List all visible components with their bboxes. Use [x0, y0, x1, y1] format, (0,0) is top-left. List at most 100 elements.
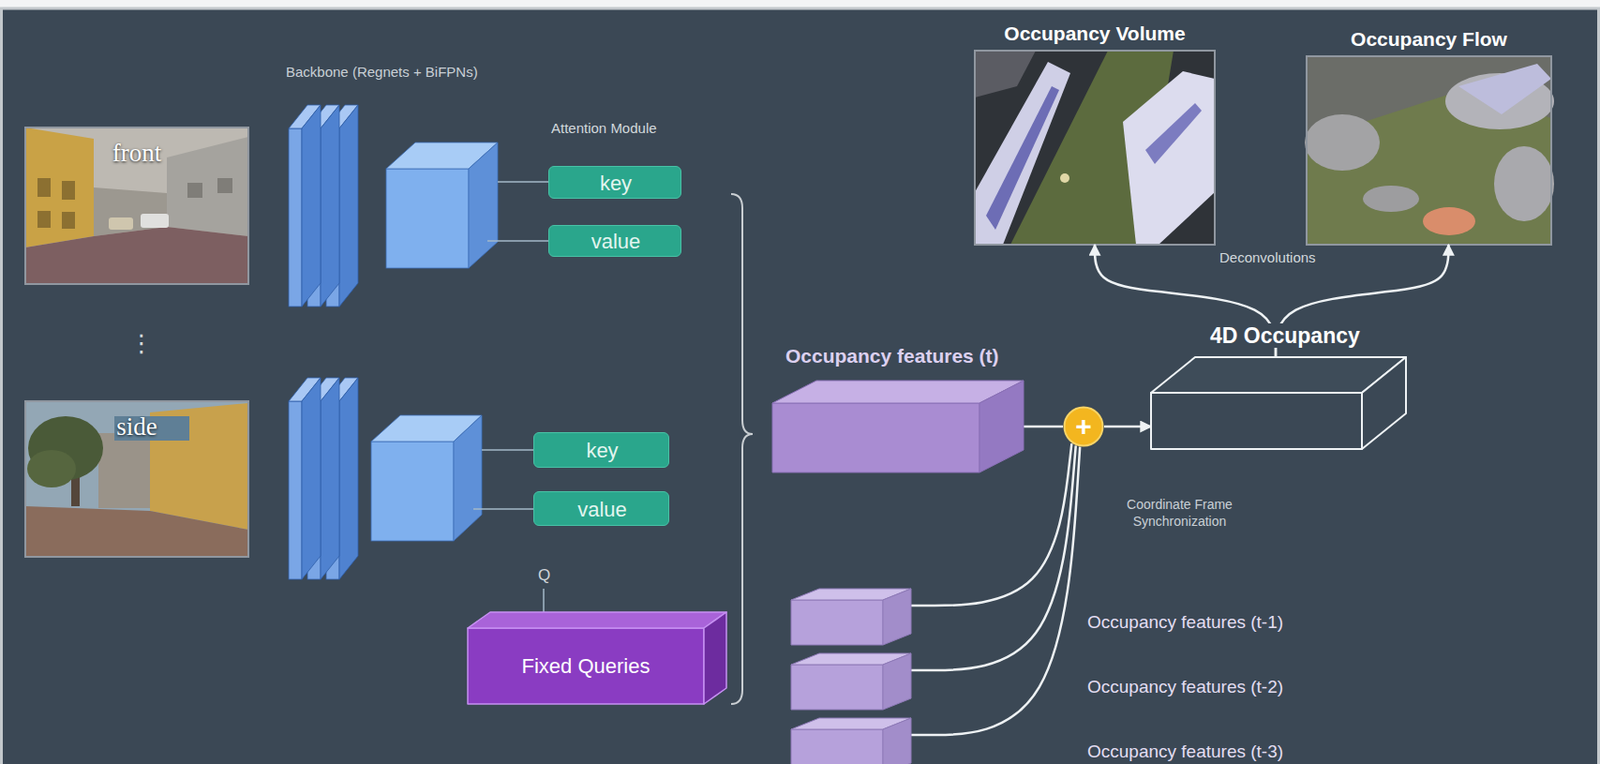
- node-text: key: [599, 171, 632, 195]
- prism-outline: [1151, 357, 1406, 449]
- node-text: Occupancy features (t): [785, 344, 1000, 368]
- operation-label: Deconvolutions: [1219, 249, 1316, 268]
- side-face: [882, 588, 912, 645]
- picture-part: [61, 180, 75, 200]
- occupancy-flow-picture: [1304, 56, 1555, 245]
- picture-part: [986, 86, 1060, 230]
- node-text: Occupancy features (t-1): [1087, 612, 1284, 633]
- picture-part: [1458, 63, 1552, 115]
- prism-outline: [772, 380, 1024, 473]
- flow-connector: [911, 445, 1077, 671]
- side-face: [1361, 357, 1406, 449]
- side-camera-picture: [25, 401, 249, 557]
- picture-part: [61, 211, 75, 229]
- flow-connector: [1023, 425, 1063, 429]
- node-text: key: [585, 438, 618, 463]
- key-box: key: [548, 165, 682, 199]
- wire: [481, 448, 534, 451]
- node-text: value: [577, 497, 628, 522]
- side-face: [979, 380, 1024, 473]
- module-label: Attention Module: [551, 119, 658, 138]
- front-face: [772, 403, 980, 473]
- picture-border: [25, 401, 249, 557]
- node-text: Fixed Queries: [522, 654, 651, 678]
- picture-part: [974, 50, 1215, 245]
- picture-border: [1306, 56, 1552, 245]
- picture-part: [187, 182, 203, 198]
- backbone-stack: [288, 104, 359, 307]
- plate-side: [339, 104, 359, 307]
- sum-node: +: [1062, 405, 1105, 448]
- node-text: Occupancy Volume: [1003, 22, 1185, 45]
- wire: [497, 180, 549, 183]
- past-feature-volume: Occupancy features (t-1): [791, 588, 912, 645]
- side-face: [882, 653, 912, 710]
- value-box: value: [548, 224, 682, 257]
- front-face: [467, 628, 704, 704]
- sum-circle: [1064, 407, 1104, 447]
- picture-part: [25, 401, 249, 557]
- picture-part: [27, 449, 76, 488]
- picture-part: [1145, 103, 1202, 165]
- picture-part: [25, 506, 249, 557]
- picture-border: [25, 127, 249, 285]
- plate-side: [301, 377, 321, 580]
- query-label: Q: [538, 565, 551, 585]
- cube-side: [468, 142, 498, 269]
- module-label: Backbone (Regnets + BiFPNs): [285, 63, 479, 82]
- wire: [473, 508, 534, 510]
- node-text: value: [591, 229, 642, 254]
- node-text: front: [112, 138, 162, 168]
- node-text: Occupancy Flow: [1350, 28, 1508, 51]
- front-face: [1151, 392, 1362, 449]
- picture-part: [1494, 146, 1555, 222]
- picture-part: [217, 178, 233, 194]
- plate-side: [301, 104, 321, 307]
- output-render: Occupancy Flow: [1306, 56, 1552, 245]
- flow-connector: [1104, 425, 1152, 429]
- picture-part: [25, 127, 94, 248]
- note-label: Coordinate Frame Synchronization: [1102, 496, 1257, 530]
- picture-part: [37, 210, 51, 228]
- front-face: [791, 729, 883, 764]
- cube-front: [386, 168, 469, 269]
- feature-volume: Occupancy features (t): [772, 380, 1024, 473]
- front-face: [791, 599, 883, 645]
- feature-cube: [386, 142, 498, 269]
- front-camera-picture: [25, 127, 249, 285]
- cube-front: [371, 441, 454, 541]
- key-box: key: [533, 432, 670, 468]
- plate-side: [320, 104, 340, 307]
- picture-part: [1422, 207, 1476, 236]
- feature-cube: [371, 415, 482, 541]
- node-text: side: [116, 412, 158, 442]
- prism-outline: [791, 717, 912, 764]
- query-block: Fixed Queries: [467, 612, 727, 704]
- picture-part: [974, 61, 1071, 245]
- plate-front: [288, 128, 302, 307]
- frame: [1, 8, 1600, 764]
- picture-part: [108, 217, 134, 230]
- node-text: Occupancy features (t-2): [1087, 676, 1284, 698]
- node-text: Occupancy features (t-3): [1087, 741, 1284, 763]
- backbone-stack: [288, 377, 359, 580]
- prism-outline: [791, 653, 912, 710]
- picture-part: [98, 433, 155, 509]
- cube-side: [453, 415, 482, 541]
- flow-connector: [911, 447, 1080, 735]
- side-face: [703, 612, 727, 704]
- camera-image: front: [25, 127, 249, 285]
- plate-front: [288, 401, 302, 580]
- value-box: value: [533, 491, 670, 526]
- picture-part: [1122, 71, 1215, 245]
- picture-part: [974, 50, 1036, 98]
- front-face: [791, 664, 883, 710]
- past-feature-volume: Occupancy features (t-3): [791, 717, 912, 764]
- output-render: Occupancy Volume: [974, 50, 1215, 245]
- occupancy-volume-picture: [974, 50, 1215, 245]
- picture-part: [25, 127, 249, 285]
- picture-part: [1304, 114, 1380, 171]
- occupancy-block: 4D Occupancy: [1151, 357, 1406, 449]
